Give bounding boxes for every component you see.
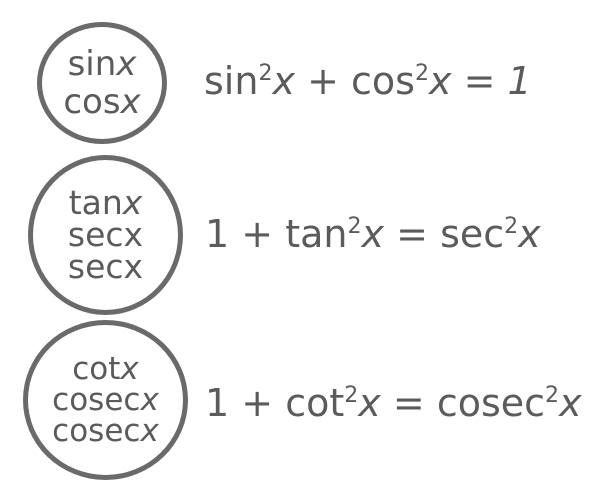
circle-line: sinx: [67, 44, 137, 84]
circle-line: cosecx: [52, 412, 159, 449]
circle-line: secx: [67, 215, 144, 254]
identity-equation: 1 + tan2x = sec2x: [205, 212, 541, 256]
circle-line: cosecx: [52, 381, 159, 418]
function-circle: sinx cosx: [37, 22, 167, 144]
circle-line: secx: [67, 247, 144, 286]
circle-line: tanx: [68, 183, 143, 222]
identity-row-cot-cosec: cotx cosecx cosecx 1 + cot2x = cosec2x: [0, 320, 600, 480]
identity-row-pythagorean: sinx cosx sin2x + cos2x = 1: [0, 22, 600, 144]
function-circle: tanx secx secx: [28, 155, 183, 315]
identity-equation: sin2x + cos2x = 1: [204, 59, 532, 103]
identity-equation: 1 + cot2x = cosec2x: [205, 381, 582, 425]
circle-line: cotx: [72, 350, 139, 387]
circle-line: cosx: [63, 82, 141, 122]
function-circle: cotx cosecx cosecx: [23, 320, 188, 480]
identity-row-tan-sec: tanx secx secx 1 + tan2x = sec2x: [0, 155, 600, 315]
